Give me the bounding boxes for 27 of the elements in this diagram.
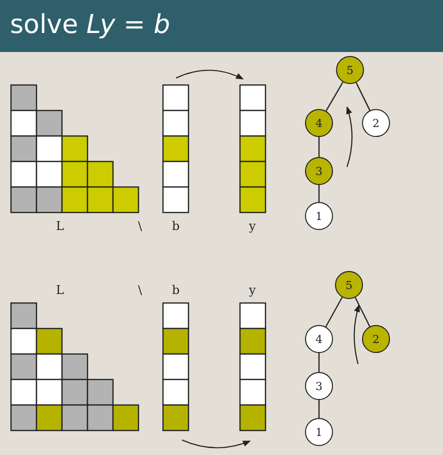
tree-edge xyxy=(318,137,320,157)
tree-node-circle: 2 xyxy=(362,109,390,137)
tree-node-circle: 5 xyxy=(336,56,364,84)
tree-edge xyxy=(356,82,370,111)
matrix-label: \ xyxy=(138,219,142,233)
matrix-label: y xyxy=(249,219,256,233)
matrix-label: b xyxy=(172,219,180,233)
tree-node-circle: 2 xyxy=(362,325,390,353)
tree-edge xyxy=(318,353,320,372)
tree-edge xyxy=(326,82,344,112)
matrix-label: b xyxy=(172,283,180,297)
tree-edge xyxy=(325,296,343,328)
matrix-label: \ xyxy=(138,283,142,297)
matrix-label: L xyxy=(56,219,64,233)
tree-edge xyxy=(318,185,320,202)
tree-edge xyxy=(354,297,370,327)
tree-node-circle: 3 xyxy=(305,157,333,185)
tree-node-circle: 1 xyxy=(305,418,333,446)
matrix-label: L xyxy=(56,283,64,297)
tree-edge xyxy=(318,400,320,418)
tree-node-circle: 5 xyxy=(335,271,363,299)
slide-title: solve Ly = b xyxy=(10,10,170,40)
tree-node-circle: 3 xyxy=(305,372,333,400)
matrix-label: y xyxy=(249,283,256,297)
tree-node-circle: 1 xyxy=(305,202,333,230)
tree-node-circle: 4 xyxy=(305,109,333,137)
tree-node-circle: 4 xyxy=(305,325,333,353)
